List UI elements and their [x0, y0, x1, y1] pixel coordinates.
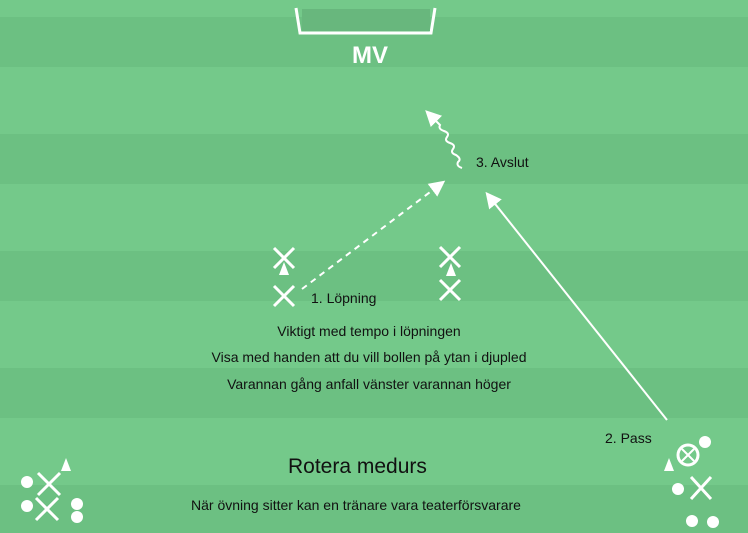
note-3: Varannan gång anfall vänster varannan hö…	[227, 376, 511, 392]
player-x	[36, 471, 62, 497]
cone-icon	[61, 458, 71, 471]
balls	[21, 436, 719, 528]
heading: Rotera medurs	[288, 455, 427, 478]
goal-net	[302, 9, 430, 31]
run-arrow-dashed	[301, 180, 446, 290]
run-label: 1. Löpning	[311, 290, 377, 306]
player-x	[438, 278, 462, 302]
cone-icon	[664, 458, 674, 471]
player-x	[34, 496, 60, 522]
player-markers	[34, 245, 713, 522]
note-2: Visa med handen att du vill bollen på yt…	[211, 349, 527, 365]
ball-icon	[21, 500, 33, 512]
goal	[294, 7, 437, 35]
player-x	[272, 246, 296, 270]
footer-note: När övning sitter kan en tränare vara te…	[191, 497, 521, 513]
ball-icon	[707, 516, 719, 528]
cone-icon	[446, 263, 456, 276]
ball-icon	[686, 515, 698, 527]
ball-icon	[21, 476, 33, 488]
ball-icon	[71, 511, 83, 523]
player-x	[272, 284, 296, 308]
pass-label: 2. Pass	[605, 430, 652, 446]
cone-icon	[279, 262, 289, 275]
player-x	[689, 475, 713, 501]
player-x	[438, 245, 462, 269]
ball-icon	[672, 483, 684, 495]
ball-icon	[699, 436, 711, 448]
goalkeeper-label: MV	[352, 42, 388, 69]
cones	[61, 262, 674, 471]
note-1: Viktigt med tempo i löpningen	[277, 323, 461, 339]
player-x-circled	[676, 443, 700, 467]
finish-label: 3. Avslut	[476, 154, 529, 170]
ball-icon	[71, 498, 83, 510]
pass-arrow	[485, 191, 668, 421]
shot-arrow-wavy	[425, 110, 463, 169]
